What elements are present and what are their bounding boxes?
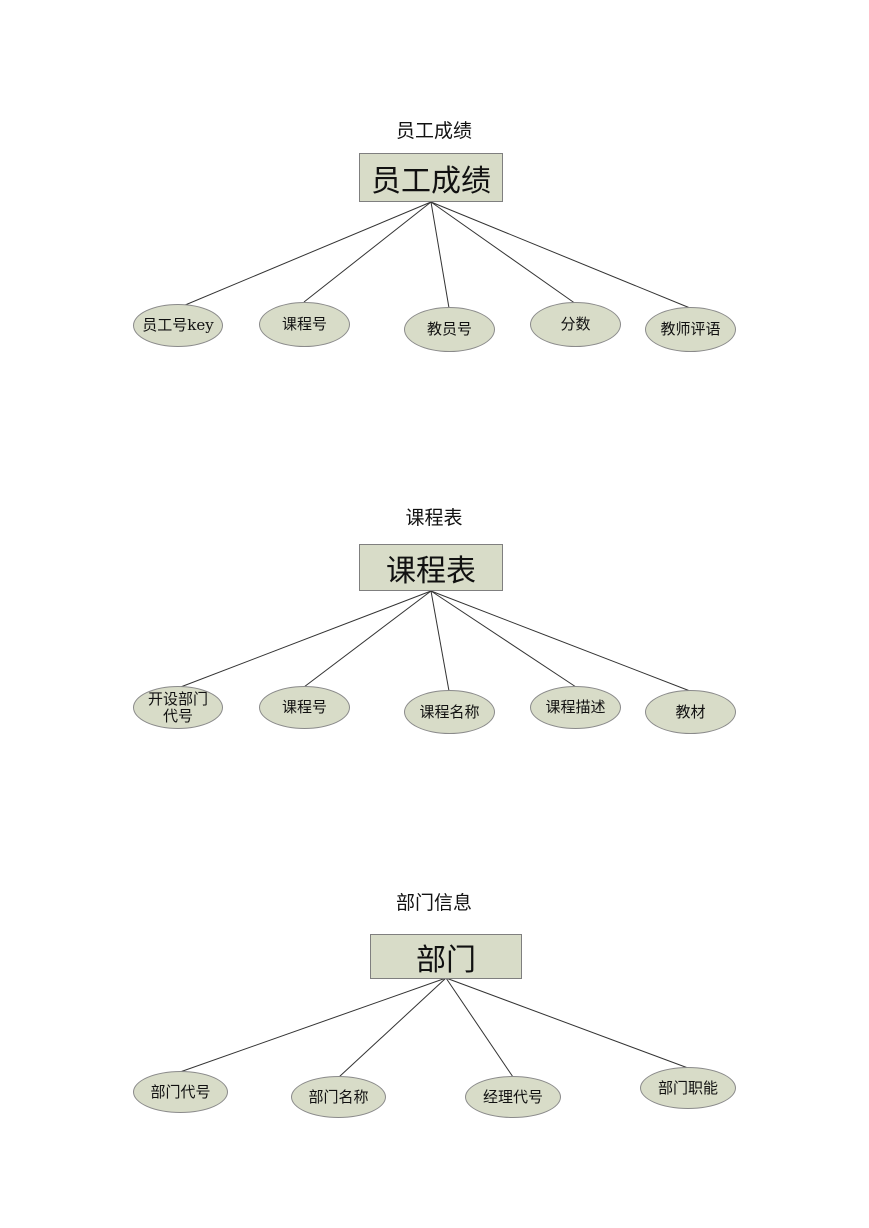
link-3-4: [445, 977, 689, 1069]
diagram-caption: 员工成绩: [395, 120, 473, 142]
link-3-2: [338, 977, 447, 1078]
attribute-node: 教材: [645, 690, 736, 734]
link-2-1: [177, 590, 432, 689]
link-2-5: [430, 590, 691, 692]
entity-box: 部门: [370, 934, 522, 979]
attribute-node: 部门代号: [133, 1071, 228, 1113]
attribute-node: 经理代号: [465, 1076, 561, 1118]
attribute-node: 开设部门 代号: [133, 686, 223, 729]
link-1-5: [430, 201, 691, 309]
link-2-4: [430, 590, 577, 688]
attribute-node: 分数: [530, 302, 621, 347]
attribute-node: 课程描述: [530, 686, 621, 729]
diagram-caption: 部门信息: [395, 892, 473, 914]
diagram-caption: 课程表: [405, 507, 463, 529]
attribute-node: 员工号key: [133, 304, 223, 347]
attribute-node: 课程号: [259, 302, 350, 347]
entity-box: 员工成绩: [359, 153, 503, 202]
attribute-node: 课程号: [259, 686, 350, 729]
link-1-3: [430, 201, 450, 309]
attribute-node: 部门职能: [640, 1067, 736, 1109]
attribute-node: 课程名称: [404, 690, 495, 734]
entity-box: 课程表: [359, 544, 503, 591]
link-3-3: [445, 977, 514, 1078]
attribute-node: 部门名称: [291, 1076, 386, 1118]
link-1-4: [430, 201, 577, 305]
attribute-node: 教师评语: [645, 307, 736, 352]
link-2-2: [303, 590, 432, 688]
link-1-1: [177, 201, 432, 309]
link-2-3: [430, 590, 450, 692]
link-1-2: [303, 201, 432, 303]
attribute-node: 教员号: [404, 307, 495, 352]
link-3-1: [179, 977, 447, 1073]
